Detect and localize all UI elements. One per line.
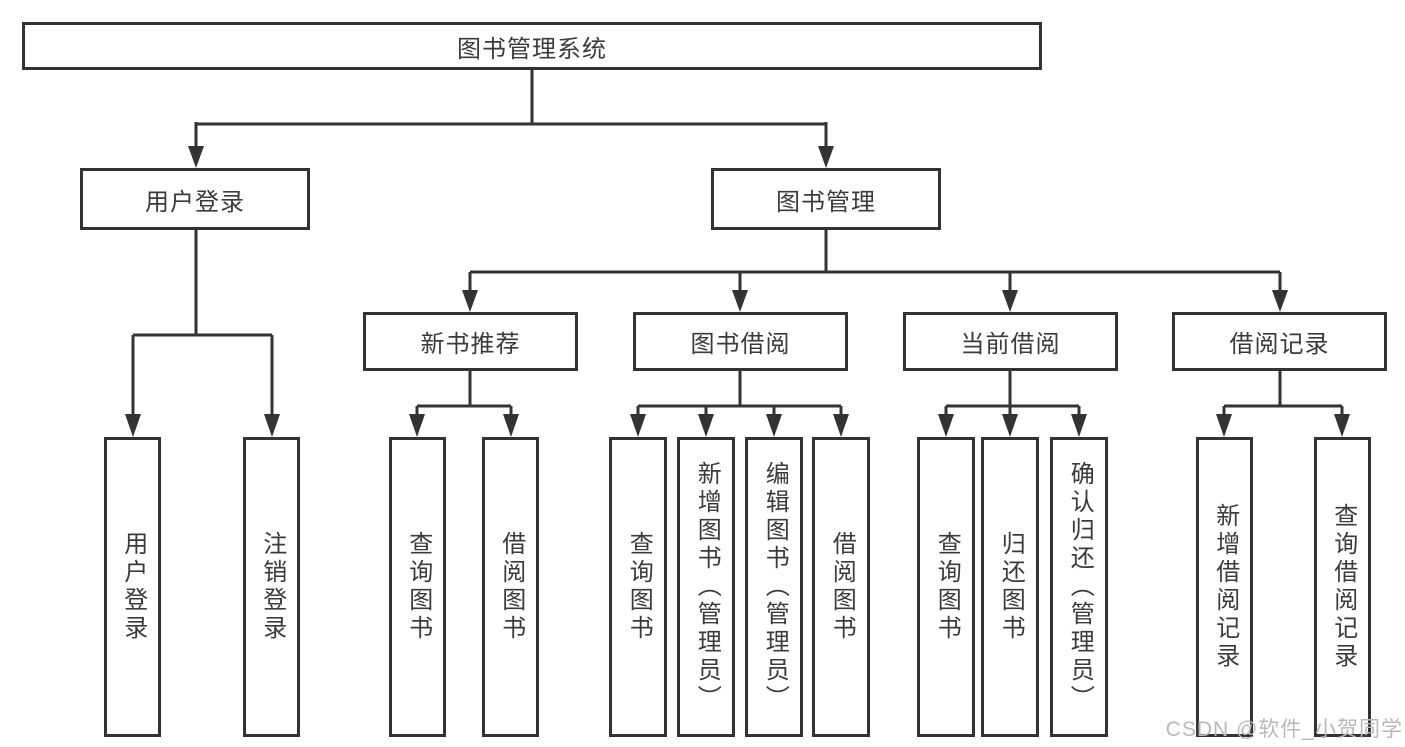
leaf-confirm-return-admin: 确认归还（管理员） <box>1050 437 1108 737</box>
node-library-management-system: 图书管理系统 <box>22 22 1042 70</box>
node-borrow-records: 借阅记录 <box>1172 312 1387 371</box>
node-label: 新书推荐 <box>420 331 521 358</box>
leaf-add-books-admin: 新增图书（管理员） <box>677 437 735 737</box>
leaf-borrow-books: 借阅图书 <box>482 437 539 737</box>
leaf-return-books: 归还图书 <box>981 437 1039 737</box>
node-label: 当前借阅 <box>960 331 1061 358</box>
node-new-book-recommend: 新书推荐 <box>363 312 578 371</box>
leaf-borrow-books: 借阅图书 <box>812 437 870 737</box>
node-current-borrow: 当前借阅 <box>903 312 1118 371</box>
leaf-query-books: 查询图书 <box>917 437 975 737</box>
node-label: 借阅记录 <box>1229 331 1330 358</box>
node-user-login: 用户登录 <box>80 168 310 230</box>
leaf-add-borrow-record: 新增借阅记录 <box>1196 437 1253 737</box>
leaf-edit-books-admin: 编辑图书（管理员） <box>745 437 803 737</box>
node-label: 用户登录 <box>145 188 245 216</box>
csdn-watermark: CSDN @软件_小贺同学 <box>1165 718 1403 741</box>
leaf-user-login: 用户登录 <box>104 437 161 737</box>
leaf-logout: 注销登录 <box>243 437 300 737</box>
leaf-query-borrow-record: 查询借阅记录 <box>1314 437 1371 737</box>
leaf-query-books: 查询图书 <box>609 437 667 737</box>
node-label: 图书管理系统 <box>457 35 607 63</box>
node-book-management: 图书管理 <box>711 168 941 230</box>
arrowhead-icons <box>125 146 1350 437</box>
node-label: 图书管理 <box>776 188 876 216</box>
node-book-borrow: 图书借阅 <box>633 312 848 371</box>
node-label: 图书借阅 <box>690 331 791 358</box>
leaf-query-books: 查询图书 <box>389 437 446 737</box>
